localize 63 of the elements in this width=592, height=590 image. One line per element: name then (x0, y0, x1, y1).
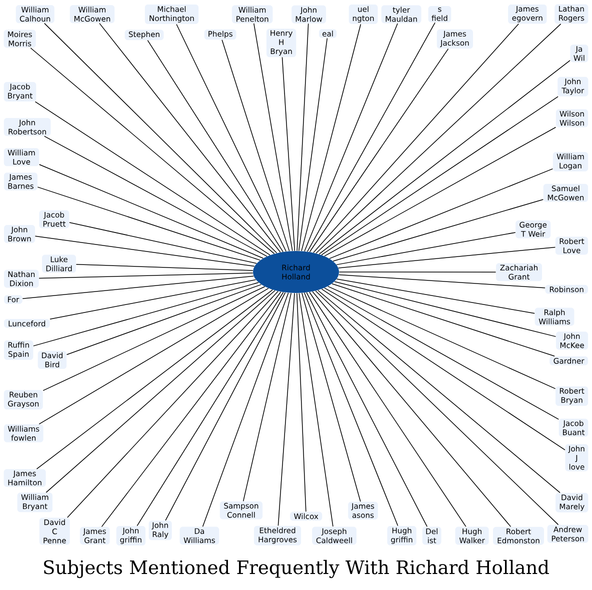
connector-line (302, 292, 361, 502)
connector-line (298, 38, 328, 252)
connector-line (46, 290, 276, 493)
connector-line (336, 278, 535, 314)
connector-line (22, 276, 254, 299)
connector-line (312, 291, 512, 528)
connector-line (298, 292, 334, 527)
connector-line (318, 290, 560, 494)
connector-line (313, 24, 519, 253)
connector-line (282, 56, 296, 252)
connector-line (332, 199, 544, 262)
connector-line (44, 136, 268, 257)
connector-line (304, 292, 398, 526)
connector-line (36, 289, 273, 470)
connector-line (278, 292, 295, 526)
connector-line (242, 292, 292, 502)
connector-line (76, 264, 254, 271)
connector-line (42, 286, 266, 391)
connector-line (306, 292, 428, 527)
connector-line (327, 286, 556, 390)
connector-line (254, 23, 293, 252)
connector-line (329, 168, 554, 259)
connector-line (336, 232, 516, 266)
connector-line (318, 60, 570, 254)
connector-line (315, 290, 559, 526)
connector-line (321, 96, 558, 256)
connector-line (321, 288, 566, 450)
connector-line (38, 272, 254, 279)
connector-line (66, 284, 262, 356)
connector-line (38, 164, 264, 259)
connector-line (101, 291, 282, 528)
connector-line (338, 246, 556, 268)
connector-line (99, 22, 281, 253)
connector-line (222, 40, 290, 252)
connector-line (307, 22, 436, 252)
connector-line (324, 126, 556, 256)
connector-line (33, 282, 259, 346)
connector-line (165, 292, 286, 521)
connector-line (316, 24, 562, 254)
connector-line (296, 292, 306, 512)
connector-line (147, 40, 284, 252)
connector-line (301, 24, 362, 252)
connector-line (309, 292, 466, 527)
connector-line (338, 274, 546, 288)
connector-line (309, 48, 449, 252)
connector-line (50, 279, 256, 320)
connector-line (296, 23, 309, 252)
connector-line (334, 281, 556, 337)
title: Subjects Mentioned Frequently With Richard Holland (44, 560, 549, 578)
connector-line (176, 24, 286, 252)
connector-line (324, 288, 559, 420)
connector-line (30, 48, 275, 254)
connector-line (44, 22, 278, 254)
connector-line (69, 222, 257, 264)
connector-line (37, 186, 260, 261)
connector-line (34, 101, 270, 256)
connector-line (202, 292, 289, 527)
connector-line (304, 23, 398, 252)
connector-line (34, 236, 255, 267)
connector-line (67, 290, 278, 518)
connector-line (332, 283, 555, 357)
connector-line (38, 288, 269, 424)
connector-line (136, 292, 284, 526)
